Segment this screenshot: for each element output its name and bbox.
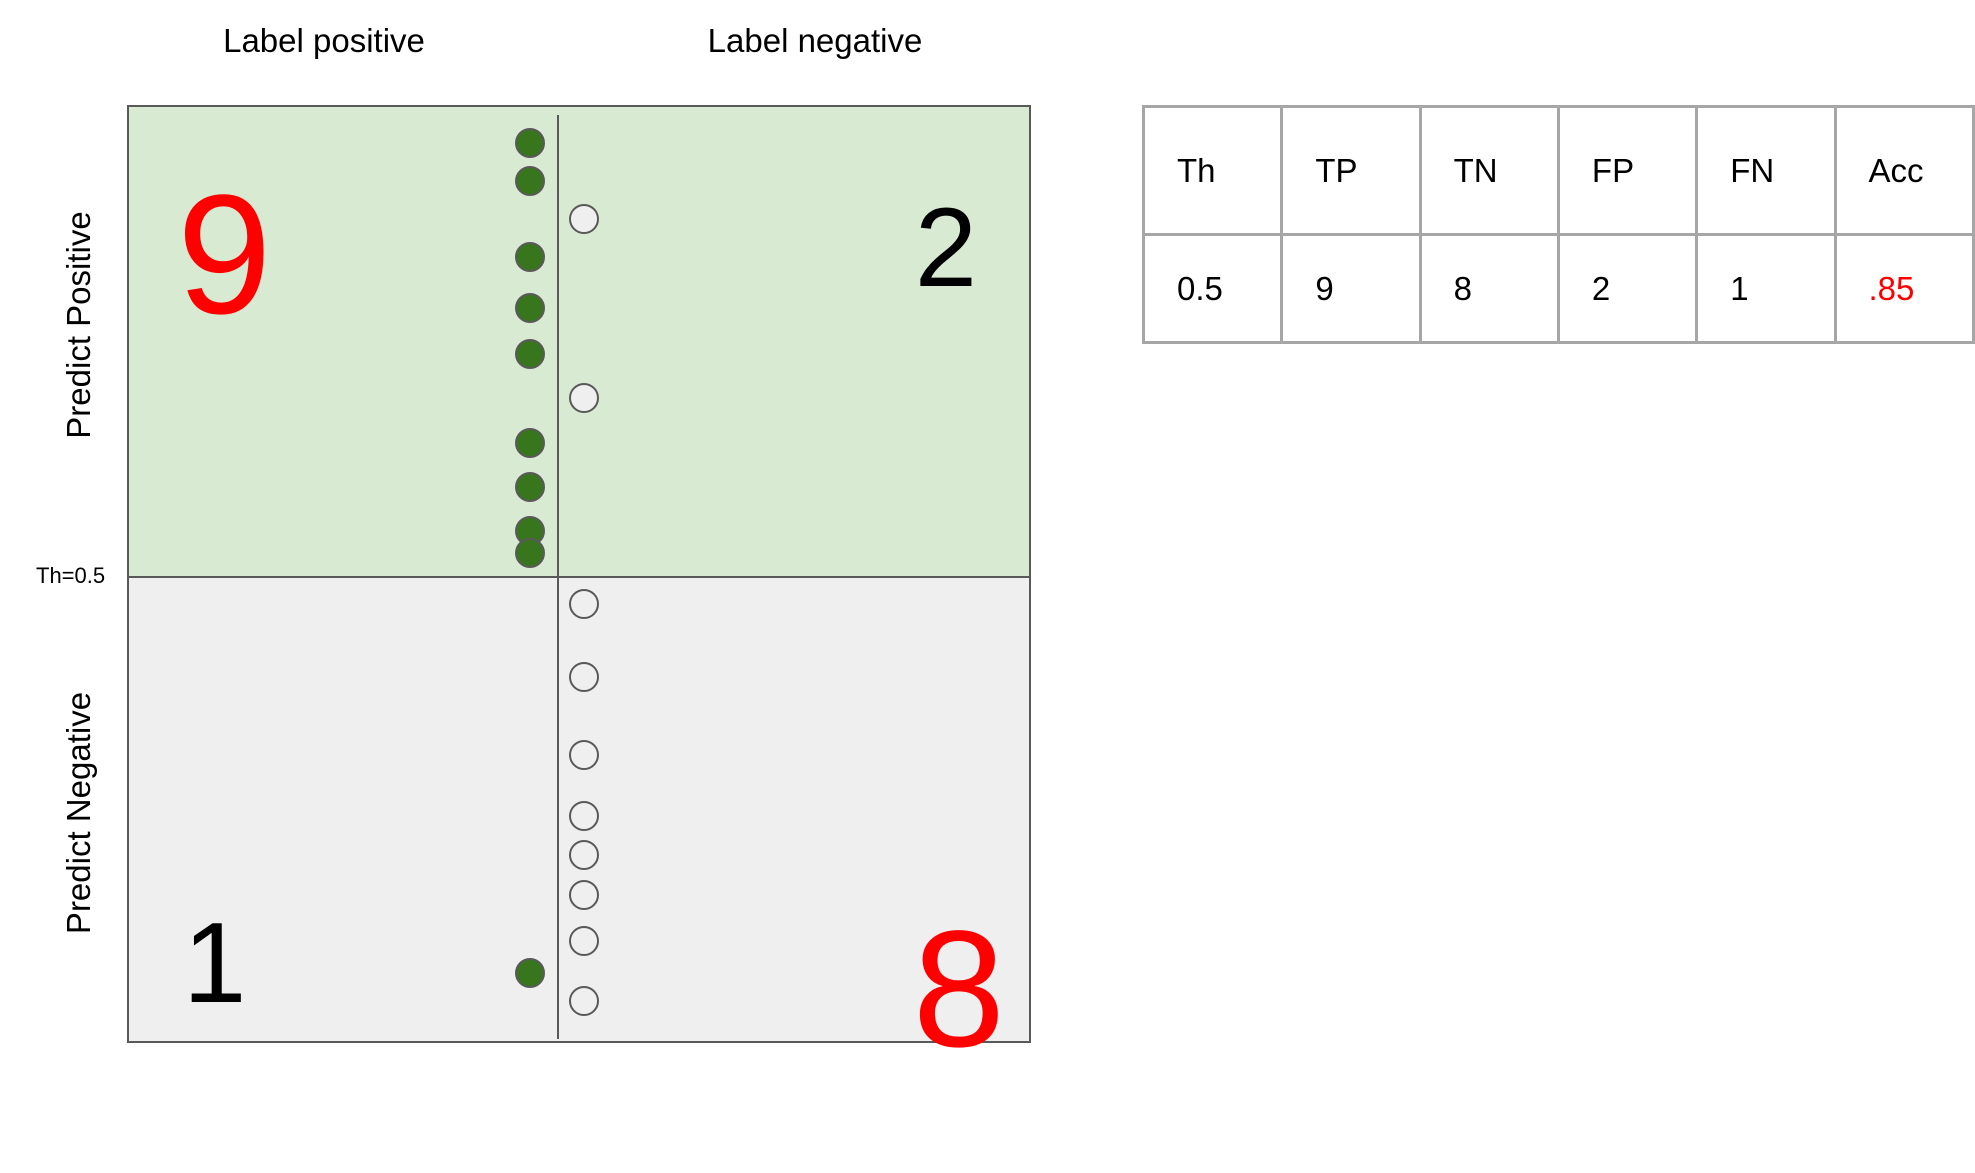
table-header-fp: FP [1556,105,1699,236]
column-label-positive: Label positive [223,22,425,59]
negative-example-dot [569,926,599,956]
table-header-tp: TP [1280,105,1422,236]
confusion-matrix: 9 2 1 8 [127,105,1031,1073]
table-cell-tp: 9 [1280,233,1422,344]
table-header-acc: Acc [1833,105,1975,236]
negative-example-dot [569,589,599,619]
column-label-negative: Label negative [707,22,923,59]
table-cell-acc: .85 [1833,233,1975,344]
positive-example-dot [515,958,545,988]
row-label-predict-positive: Predict Positive [60,211,97,439]
negative-example-dot [569,880,599,910]
predict-positive-region [129,107,1029,578]
table-cell-fp: 2 [1556,233,1699,344]
positive-example-dot [515,293,545,323]
true-positive-count: 9 [177,160,272,350]
table-cell-tn: 8 [1418,233,1560,344]
negative-example-dot [569,204,599,234]
positive-example-dot [515,128,545,158]
false-negative-count: 1 [183,900,247,1027]
negative-example-dot [569,740,599,770]
positive-example-dot [515,428,545,458]
positive-example-dot [515,538,545,568]
row-label-predict-negative: Predict Negative [60,691,97,935]
table-cell-th: 0.5 [1141,233,1284,344]
negative-example-dot [569,840,599,870]
false-positive-count: 2 [914,185,977,310]
table-header-fn: FN [1695,105,1837,236]
table-header-tn: TN [1418,105,1560,236]
positive-example-dot [515,472,545,502]
positive-example-dot [515,339,545,369]
table-header-th: Th [1141,105,1284,236]
negative-example-dot [569,801,599,831]
negative-example-dot [569,662,599,692]
threshold-label: Th=0.5 [36,563,106,588]
label-divider-line [557,115,559,1039]
negative-example-dot [569,383,599,413]
positive-example-dot [515,166,545,196]
true-negative-count: 8 [912,897,1005,1082]
table-cell-fn: 1 [1695,233,1837,344]
negative-example-dot [569,986,599,1016]
positive-example-dot [515,242,545,272]
